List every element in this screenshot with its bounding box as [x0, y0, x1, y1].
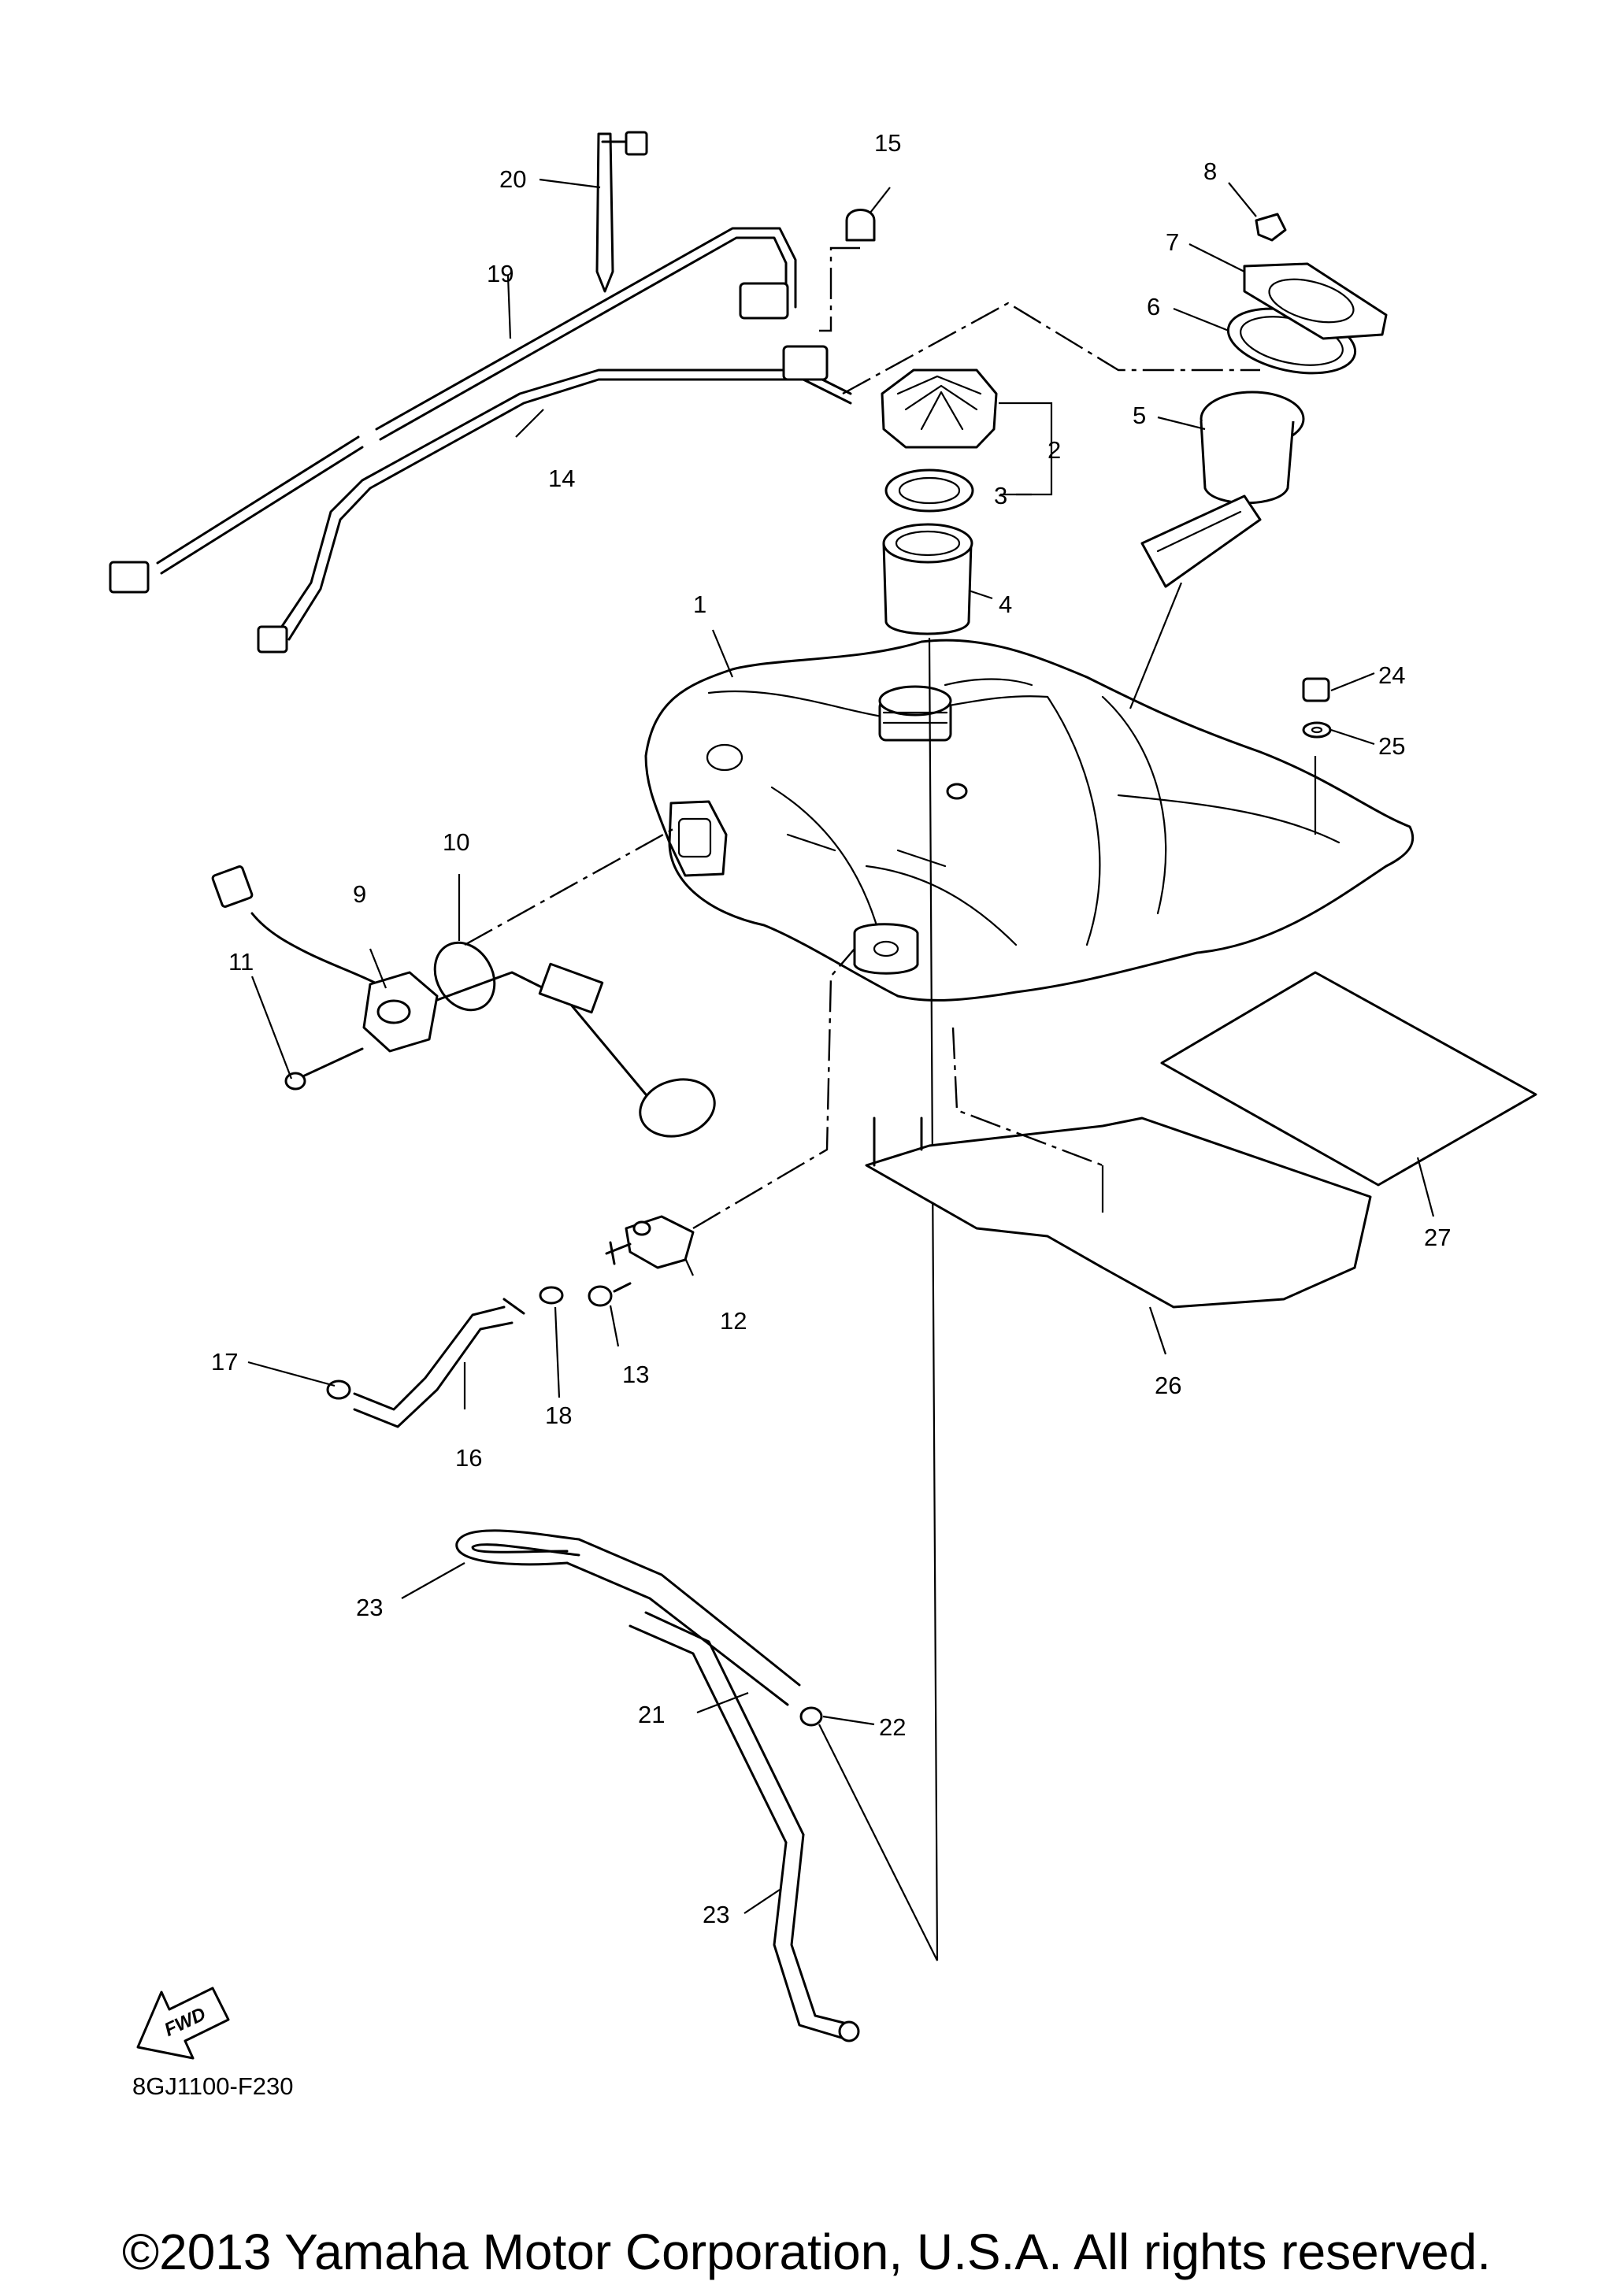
connector-9	[211, 865, 380, 986]
fuel-cap-2	[881, 368, 998, 449]
callout-15: 15	[874, 129, 901, 157]
fuel-pump-5	[1140, 391, 1305, 588]
protector-23	[455, 1529, 580, 1566]
bracket-2	[999, 402, 1053, 496]
protector-23b	[773, 1833, 860, 2042]
callout-17: 17	[211, 1348, 238, 1376]
callout-19: 19	[487, 260, 514, 287]
callout-4: 4	[999, 591, 1012, 618]
o-ring-10	[433, 941, 496, 1012]
guide-line-vertical	[818, 637, 939, 1961]
callout-18: 18	[545, 1402, 572, 1429]
callout-14: 14	[548, 465, 575, 492]
wire-harness-19	[109, 227, 797, 594]
callout-2: 2	[1048, 436, 1061, 464]
petcock-12	[605, 1215, 695, 1269]
callout-3: 3	[994, 482, 1007, 509]
callout-6: 6	[1147, 293, 1160, 320]
cable-tie-20	[595, 131, 648, 293]
clamp-15	[819, 209, 876, 332]
callout-26: 26	[1155, 1372, 1181, 1399]
clamp-17	[326, 1379, 351, 1400]
diagram-code: 8GJ1100-F230	[132, 2072, 294, 2100]
callout-21: 21	[638, 1701, 665, 1728]
callout-23: 23	[356, 1594, 383, 1621]
callout-labels: 1 2 3 4 5 6 7 8 9 10 11 12 13 14 15 16 1…	[211, 129, 1451, 1928]
filler-neck-4	[882, 523, 973, 635]
float-arm-10	[436, 962, 716, 1138]
nut-8	[1255, 213, 1287, 242]
nut-24	[1302, 677, 1330, 702]
dash-sender-to-tank	[464, 825, 678, 946]
bolt-13	[588, 1282, 632, 1307]
callout-20: 20	[499, 165, 526, 193]
fuel-hose-14	[257, 345, 852, 654]
plate-7	[1243, 262, 1388, 340]
copyright-notice: ©2013 Yamaha Motor Corporation, U.S.A. A…	[121, 2224, 1492, 2280]
screw-11	[284, 1047, 364, 1091]
callout-7: 7	[1166, 228, 1179, 256]
callout-23b: 23	[703, 1901, 729, 1928]
fuel-tank-1	[644, 639, 1415, 1002]
callout-5: 5	[1133, 402, 1146, 429]
dash-cap-to-pump	[842, 302, 1260, 395]
callout-8: 8	[1203, 157, 1217, 185]
fwd-arrow-icon: FWD	[136, 1987, 230, 2060]
callout-9: 9	[353, 880, 366, 908]
callout-10: 10	[443, 828, 469, 856]
washer-25	[1302, 721, 1332, 739]
callout-leaders	[247, 178, 1435, 1914]
callout-27: 27	[1424, 1224, 1451, 1251]
callout-16: 16	[455, 1444, 482, 1472]
hose-16	[353, 1298, 525, 1428]
callout-1: 1	[693, 591, 706, 618]
gasket-3	[884, 468, 974, 513]
callout-11: 11	[228, 948, 254, 976]
heat-shield-26	[865, 1117, 1372, 1309]
callout-13: 13	[622, 1361, 649, 1388]
callout-25: 25	[1378, 732, 1405, 760]
clamp-22	[799, 1706, 823, 1727]
dash-petcock-to-tank	[692, 948, 855, 1230]
hose-21	[565, 1538, 805, 1844]
callout-24: 24	[1378, 661, 1405, 689]
dash-tank-to-shield	[951, 1027, 1103, 1167]
callout-12: 12	[720, 1307, 747, 1335]
callout-22: 22	[879, 1713, 906, 1741]
pad-27	[1160, 971, 1537, 1187]
clamp-18	[539, 1286, 564, 1305]
sending-unit-9	[362, 971, 439, 1053]
